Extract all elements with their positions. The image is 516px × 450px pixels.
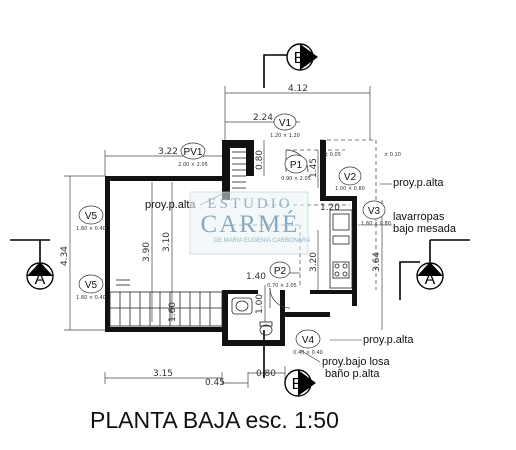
svg-text:0.90 × 2.05: 0.90 × 2.05	[281, 176, 311, 182]
note-lavarropas-1: lavarropas	[393, 211, 445, 223]
svg-text:B: B	[294, 50, 305, 67]
level-b: ± 0.10	[384, 152, 401, 158]
note-proy-losa-1: proy.bajo losa	[322, 356, 391, 368]
svg-text:B: B	[292, 376, 303, 393]
dim-bottom-315: 3.15	[153, 369, 173, 379]
svg-text:V5: V5	[85, 211, 98, 222]
svg-text:2.00 × 2.05: 2.00 × 2.05	[178, 162, 208, 168]
section-marker-a-left: A	[26, 262, 54, 290]
tag-v5-lower: V5 1.60 × 0.40	[76, 274, 106, 301]
dim-inner-120: 1.20	[320, 203, 340, 213]
studio-watermark: ESTUDIO CARMÉ DE MARIA EUGENIA CARBONARA	[189, 191, 311, 255]
dim-bottom-045: 0.45	[205, 378, 225, 388]
svg-text:V1: V1	[279, 118, 292, 129]
dim-inner-100: 1.00	[255, 294, 265, 314]
note-proy-alta-left: proy.p.alta	[145, 199, 196, 211]
dim-inner-080: 0.80	[255, 150, 265, 170]
tag-v1: V1 1.20 × 1.20	[270, 113, 300, 139]
svg-text:PV1: PV1	[184, 147, 203, 158]
tag-p2: P2 0.70 × 2.05	[267, 261, 297, 289]
dim-inner-160: 1.60	[168, 302, 178, 322]
annotations: proy.p.alta proy.p.alta lavarropas bajo …	[145, 177, 457, 380]
svg-text:V3: V3	[368, 206, 381, 217]
svg-text:0.40 × 0.40: 0.40 × 0.40	[293, 350, 323, 356]
note-proy-alta-top: proy.p.alta	[393, 177, 444, 189]
level-a: ± 0.05	[324, 152, 341, 158]
section-marker-b-bottom: B	[284, 369, 316, 397]
note-lavarropas-2: bajo mesada	[393, 223, 457, 235]
svg-text:1.20 × 1.20: 1.20 × 1.20	[270, 133, 300, 139]
svg-text:V2: V2	[344, 172, 357, 183]
section-marker-b-top: B	[286, 43, 318, 71]
opening-tags: PV1 2.00 × 2.05 V1 1.20 × 1.20 P1 0.90 ×…	[76, 113, 391, 356]
tag-pv1: PV1 2.00 × 2.05	[178, 142, 208, 168]
svg-text:P1: P1	[290, 160, 303, 171]
tag-p1: P1 0.90 × 2.05	[281, 154, 311, 182]
stair-top	[232, 151, 246, 189]
dim-top-left: 3.22	[158, 147, 178, 157]
dim-inner-320: 3.20	[309, 252, 319, 272]
section-lines	[10, 54, 470, 378]
svg-text:P2: P2	[274, 266, 287, 277]
svg-text:0.70 × 2.05: 0.70 × 2.05	[267, 283, 297, 289]
dim-inner-310: 3.10	[162, 232, 172, 252]
dim-inner-140: 1.40	[246, 272, 266, 282]
section-marker-a-right: A	[416, 262, 444, 290]
svg-text:A: A	[35, 271, 46, 288]
dim-inner-390: 3.90	[142, 242, 152, 262]
dimension-lines	[64, 86, 383, 388]
tag-v2: V2 1.00 × 0.80	[335, 166, 365, 192]
svg-text:1.60 × 0.40: 1.60 × 0.40	[76, 226, 106, 232]
watermark-line-1: ESTUDIO	[207, 196, 292, 212]
svg-text:1.60 × 0.80: 1.60 × 0.80	[361, 221, 391, 227]
svg-text:A: A	[425, 271, 436, 288]
svg-text:V5: V5	[85, 280, 98, 291]
bathroom-fixtures	[231, 297, 273, 336]
tag-v5-upper: V5 1.60 × 0.40	[76, 205, 106, 232]
stair-bottom	[109, 279, 223, 327]
note-proy-alta-bottom: proy.p.alta	[363, 334, 414, 346]
dim-top-mid: 2.24	[253, 113, 273, 123]
dim-inner-145: 1.45	[309, 158, 319, 178]
dim-bottom-080: 0.80	[256, 369, 276, 379]
dim-left-total: 4.34	[60, 246, 70, 266]
dim-right-total: 3.64	[372, 252, 382, 272]
kitchen-counter	[329, 209, 353, 289]
svg-text:1.00 × 0.80: 1.00 × 0.80	[335, 186, 365, 192]
walls	[105, 140, 357, 346]
dimension-texts: 4.12 2.24 3.22 4.34 3.64 3.90 3.10 1.60 …	[60, 84, 401, 388]
svg-text:1.60 × 0.40: 1.60 × 0.40	[76, 295, 106, 301]
drawing-title: PLANTA BAJA esc. 1:50	[90, 407, 339, 433]
tag-v3: V3 1.60 × 0.80	[361, 200, 391, 227]
dim-top-total: 4.12	[288, 84, 308, 94]
note-proy-losa-2: baño p.alta	[325, 368, 380, 380]
watermark-line-3: DE MARIA EUGENIA CARBONARA	[214, 238, 311, 244]
tag-v4: V4 0.40 × 0.40	[293, 329, 323, 356]
watermark-line-2: CARMÉ	[201, 210, 300, 238]
svg-text:V4: V4	[302, 335, 315, 346]
